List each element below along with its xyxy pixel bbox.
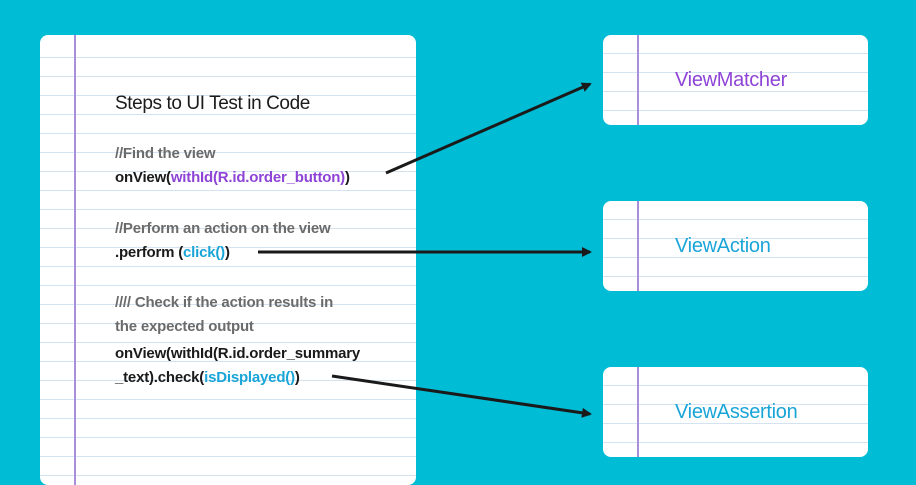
step3-code-line2: _text).check(isDisplayed()): [115, 369, 300, 386]
arrow-to-view-assertion: [331, 374, 592, 418]
step3-comment-line2: the expected output: [115, 318, 254, 335]
step1-code-suffix: ): [344, 169, 350, 186]
step3-comment-line1: //// Check if the action results in: [115, 294, 334, 311]
notebook-heading: Steps to UI Test in Code: [115, 93, 310, 114]
view-action-label: ViewAction: [675, 234, 771, 257]
step2-code-suffix: ): [224, 244, 230, 261]
view-assertion-card: ViewAssertion: [603, 367, 868, 457]
step3-code-line1: onView(withId(R.id.order_summary: [115, 345, 361, 362]
card-margin-line: [637, 35, 639, 125]
notebook-margin-line: [74, 35, 76, 485]
step2-code-prefix: .perform (: [115, 244, 184, 261]
view-matcher-card: ViewMatcher: [603, 35, 868, 125]
card-margin-line: [637, 367, 639, 457]
step1-code: onView(withId(R.id.order_button)): [115, 169, 350, 186]
step3-code-highlight: isDisplayed(): [204, 369, 295, 386]
step1-code-prefix: onView(: [115, 169, 171, 186]
step2-comment: //Perform an action on the view: [115, 220, 331, 237]
step3-code-prefix: _text).check(: [115, 369, 205, 386]
step1-code-highlight: withId(R.id.order_button): [170, 169, 345, 186]
step2-code-highlight: click(): [183, 244, 225, 261]
view-assertion-label: ViewAssertion: [675, 400, 798, 423]
view-action-card: ViewAction: [603, 201, 868, 291]
step1-comment: //Find the view: [115, 145, 216, 162]
arrows-layer: [258, 82, 592, 418]
notebook-card: Steps to UI Test in Code //Find the view…: [40, 35, 416, 485]
arrow-to-view-matcher: [385, 82, 592, 175]
view-matcher-label: ViewMatcher: [675, 68, 787, 91]
step2-code: .perform (click()): [115, 244, 230, 261]
card-margin-line: [637, 201, 639, 291]
step3-code-suffix: ): [294, 369, 300, 386]
